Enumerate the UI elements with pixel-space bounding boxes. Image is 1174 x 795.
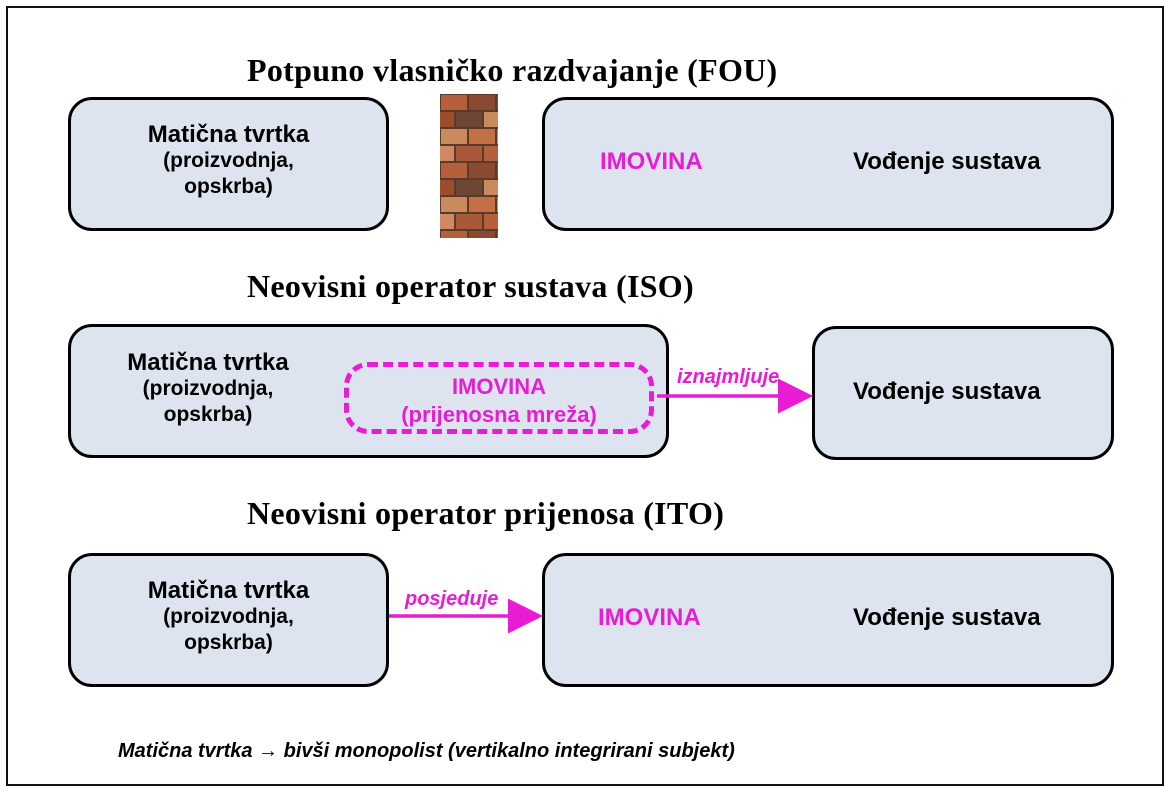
brick	[440, 112, 454, 127]
parent-company-title: Matična tvrtka	[127, 349, 289, 376]
brick	[441, 129, 467, 144]
asset-dashed-box-iso: IMOVINA (prijenosna mreža)	[344, 362, 654, 434]
brick	[484, 112, 498, 127]
parent-company-label-fou: Matična tvrtka (proizvodnja, opskrba)	[68, 122, 389, 200]
arrow-label-rents: iznajmljuje	[677, 366, 780, 388]
brick	[469, 163, 495, 178]
parent-company-line2: (proizvodnja,	[163, 605, 294, 628]
parent-company-line3: opskrba)	[163, 403, 253, 426]
system-box-ito	[542, 553, 1114, 687]
brick	[469, 95, 495, 110]
parent-company-box-ito	[68, 553, 389, 687]
asset-label-ito: IMOVINA	[598, 604, 701, 631]
system-operation-label-iso: Vođenje sustava	[853, 378, 1041, 405]
heading-iso: Neovisni operator sustava (ISO)	[247, 268, 694, 304]
brick	[456, 146, 482, 161]
heading-ito: Neovisni operator prijenosa (ITO)	[247, 495, 725, 531]
brick	[440, 180, 454, 195]
system-box-fou	[542, 97, 1114, 231]
parent-company-line3: opskrba)	[184, 631, 273, 654]
brick	[497, 197, 498, 212]
brick	[469, 129, 495, 144]
brick	[456, 214, 482, 229]
asset-sublabel-iso: (prijenosna mreža)	[401, 402, 597, 427]
asset-label-fou: IMOVINA	[600, 148, 703, 175]
system-box-iso	[812, 326, 1114, 460]
heading-fou: Potpuno vlasničko razdvajanje (FOU)	[247, 52, 778, 88]
brick	[440, 146, 454, 161]
brick	[484, 146, 498, 161]
asset-label-iso: IMOVINA	[451, 374, 547, 399]
parent-company-title: Matična tvrtka	[147, 121, 310, 148]
footer-note: Matična tvrtka → bivši monopolist (verti…	[118, 740, 735, 762]
brick	[441, 197, 467, 212]
parent-company-title: Matična tvrtka	[147, 577, 310, 604]
parent-company-box-fou	[68, 97, 389, 231]
brick	[441, 163, 467, 178]
parent-company-label-ito: Matična tvrtka (proizvodnja, opskrba)	[68, 578, 389, 656]
parent-company-line2: (proizvodnja,	[163, 149, 294, 172]
brick	[497, 95, 498, 110]
brick	[469, 231, 495, 238]
brick-wall-icon	[440, 94, 498, 238]
parent-company-box-iso	[68, 324, 669, 458]
brick	[484, 214, 498, 229]
system-operation-label-ito: Vođenje sustava	[853, 604, 1041, 631]
system-operation-label-fou: Vođenje sustava	[853, 148, 1041, 175]
brick	[441, 231, 467, 238]
brick	[497, 163, 498, 178]
parent-company-line2: (proizvodnja,	[142, 377, 274, 400]
brick	[484, 180, 498, 195]
brick	[456, 112, 482, 127]
parent-company-line3: opskrba)	[184, 175, 273, 198]
brick	[440, 214, 454, 229]
brick	[497, 129, 498, 144]
brick	[497, 231, 498, 238]
arrow-label-owns: posjeduje	[405, 588, 499, 610]
parent-company-label-iso: Matična tvrtka (proizvodnja, opskrba)	[78, 350, 338, 428]
brick	[456, 180, 482, 195]
brick	[441, 95, 467, 110]
brick	[469, 197, 495, 212]
